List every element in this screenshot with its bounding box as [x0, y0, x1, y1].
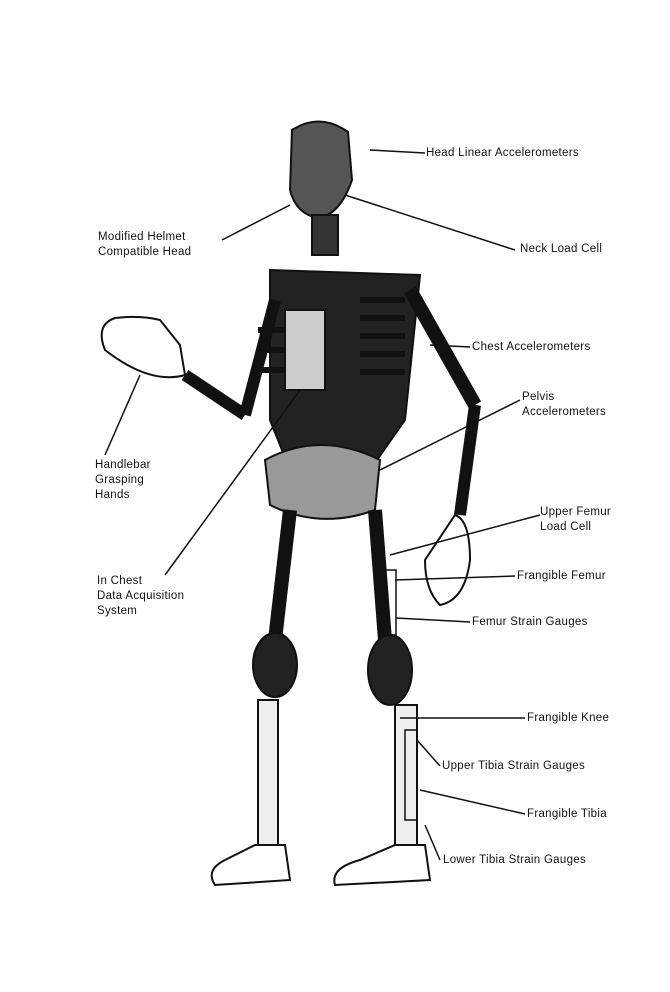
left-hand — [100, 315, 187, 379]
label-line: Upper Femur — [540, 506, 612, 518]
neck — [311, 214, 339, 256]
right-foot — [333, 844, 432, 887]
label-upper-tibia-strain-gauges: Upper Tibia Strain Gauges — [442, 760, 586, 772]
label-line: Grasping — [95, 474, 145, 486]
label-neck-load-cell: Neck Load Cell — [520, 243, 603, 255]
label-line: Data Acquisition — [97, 590, 185, 602]
label-line: In Chest — [97, 575, 143, 587]
label-line: Modified Helmet — [98, 231, 186, 243]
label-line: Compatible Head — [98, 246, 192, 258]
head — [288, 120, 354, 220]
pelvis — [263, 444, 382, 520]
label-femur-strain-gauges: Femur Strain Gauges — [472, 616, 588, 628]
label-lower-tibia-strain-gauges: Lower Tibia Strain Gauges — [443, 854, 587, 866]
label-line: System — [97, 605, 138, 617]
label-head-linear-accelerometers: Head Linear Accelerometers — [426, 147, 579, 159]
left-foot — [210, 844, 292, 887]
label-frangible-knee: Frangible Knee — [527, 712, 610, 724]
label-line: Pelvis — [522, 391, 555, 403]
leader-lines — [104, 149, 541, 861]
label-frangible-femur: Frangible Femur — [517, 570, 606, 582]
label-chest-accelerometers: Chest Accelerometers — [472, 341, 591, 353]
label-frangible-tibia: Frangible Tibia — [527, 808, 607, 820]
label-line: Accelerometers — [522, 406, 607, 418]
label-line: Hands — [95, 489, 130, 501]
right-hand — [423, 513, 472, 607]
label-line: Load Cell — [540, 521, 592, 533]
label-line: Handlebar — [95, 459, 151, 471]
